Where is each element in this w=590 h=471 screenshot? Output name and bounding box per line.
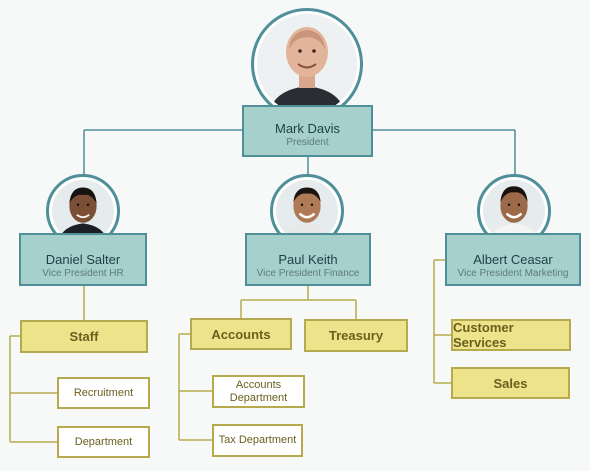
dept-accounts[interactable]: Accounts: [190, 318, 292, 350]
vp-finance-card[interactable]: Paul Keith Vice President Finance: [245, 233, 371, 286]
vp-hr-card[interactable]: Daniel Salter Vice President HR: [19, 233, 147, 286]
dept-accounts-department[interactable]: Accounts Department: [212, 375, 305, 408]
dept-staff[interactable]: Staff: [20, 320, 148, 353]
vp-hr-role: Vice President HR: [42, 268, 124, 279]
president-role: President: [286, 137, 329, 148]
dept-sales[interactable]: Sales: [451, 367, 570, 399]
president-card[interactable]: Mark Davis President: [242, 105, 373, 157]
vp-marketing-name: Albert Ceasar: [473, 252, 553, 267]
vp-marketing-role: Vice President Marketing: [457, 268, 569, 279]
dept-department[interactable]: Department: [57, 426, 150, 458]
vp-finance-name: Paul Keith: [278, 252, 338, 267]
dept-treasury[interactable]: Treasury: [304, 319, 408, 352]
vp-finance-role: Vice President Finance: [256, 268, 360, 279]
president-name: Mark Davis: [274, 121, 340, 136]
person-icon: [483, 180, 545, 242]
vp-marketing-card[interactable]: Albert Ceasar Vice President Marketing: [445, 233, 581, 286]
dept-tax-department[interactable]: Tax Department: [212, 424, 303, 457]
dept-customer-services[interactable]: Customer Services: [451, 319, 571, 351]
person-icon: [257, 14, 357, 114]
vp-hr-name: Daniel Salter: [45, 252, 121, 267]
president-photo: [251, 8, 363, 120]
dept-recruitment[interactable]: Recruitment: [57, 377, 150, 409]
